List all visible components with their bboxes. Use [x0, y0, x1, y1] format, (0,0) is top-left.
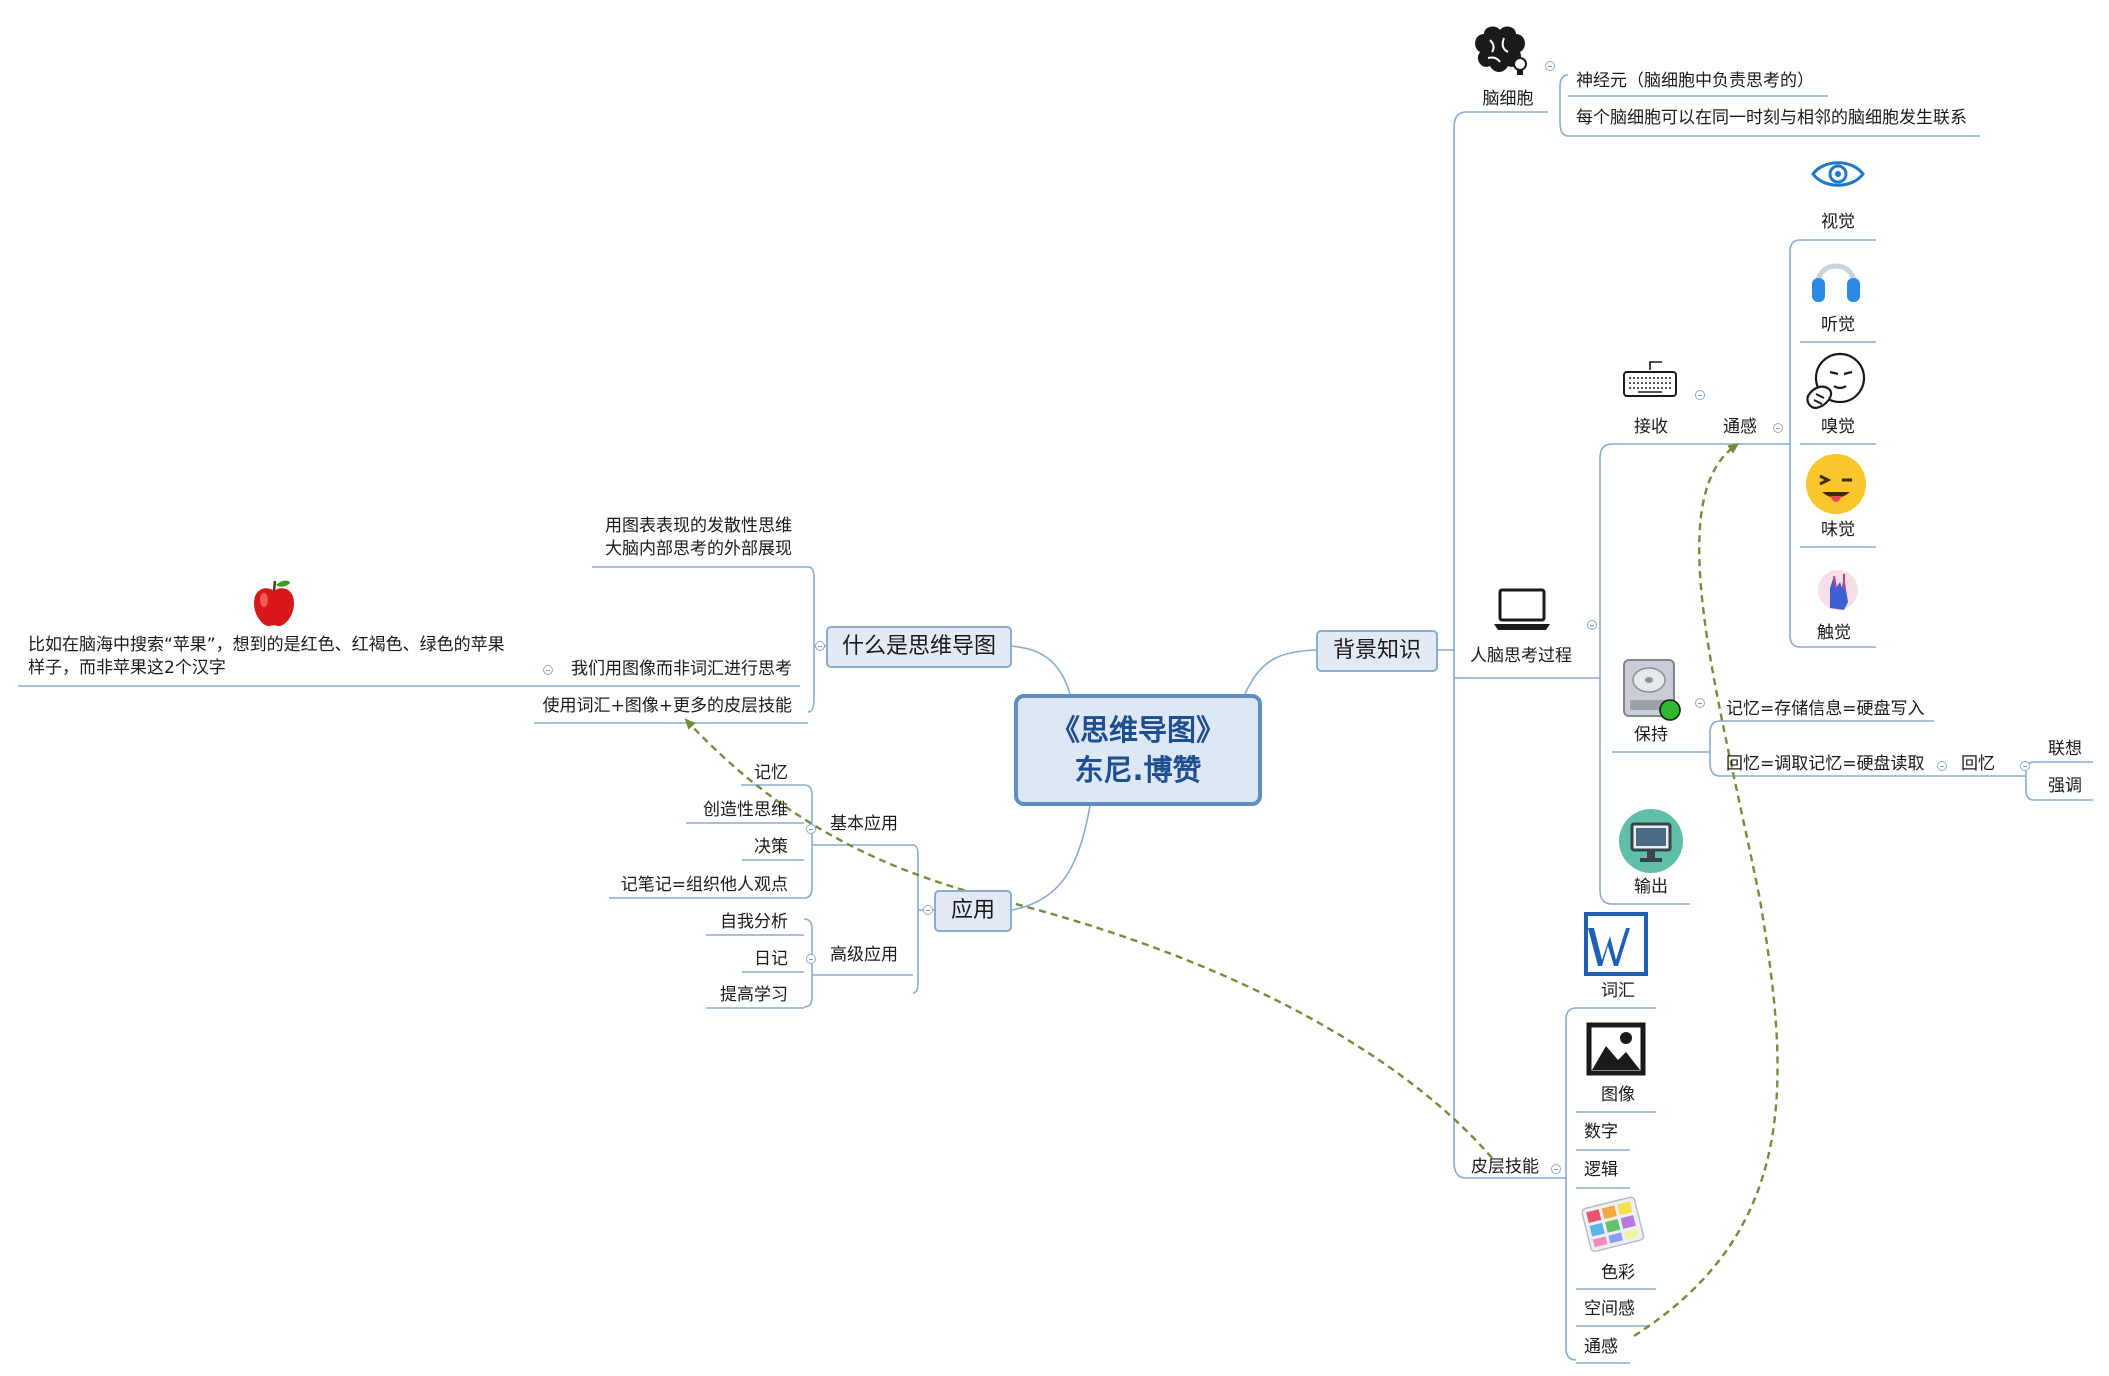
- link-central-what: [1009, 645, 1071, 695]
- advanced-learning: 提高学习: [720, 985, 788, 1005]
- cortex-color: 色彩: [1601, 1263, 1635, 1283]
- relation-cortex-to-skills: [684, 718, 1493, 1159]
- collapse-toggle-image[interactable]: [543, 665, 553, 675]
- link-central-bg: [1244, 649, 1317, 695]
- cortex-image: 图像: [1601, 1085, 1635, 1105]
- topic-what-is-mindmap[interactable]: 什么是思维导图: [826, 626, 1012, 668]
- monitor-icon: [1619, 809, 1683, 873]
- recall: 回忆: [1961, 754, 1995, 774]
- recall-association: 联想: [2048, 739, 2082, 759]
- cortex-vocabulary: 词汇: [1601, 981, 1635, 1001]
- cortex-synesthesia: 通感: [1584, 1337, 1618, 1357]
- what-apple-example-line2: 样子，而非苹果这2个汉字: [28, 658, 226, 678]
- thinking-retain: 保持: [1634, 725, 1668, 745]
- basic-creative-thinking: 创造性思维: [703, 800, 788, 820]
- keyboard-icon: [1623, 361, 1677, 397]
- advanced-diary: 日记: [754, 949, 788, 969]
- sense-sight: 视觉: [1821, 212, 1855, 232]
- smell-face-icon: [1806, 352, 1866, 410]
- topic-application[interactable]: 应用: [934, 890, 1012, 932]
- basic-decision: 决策: [754, 837, 788, 857]
- apple-icon: [254, 580, 294, 627]
- app-advanced: 高级应用: [830, 945, 898, 965]
- collapse-toggle-advanced[interactable]: [806, 954, 816, 964]
- collapse-toggle-cortex[interactable]: [1551, 1164, 1561, 1174]
- sense-smell: 嗅觉: [1821, 417, 1855, 437]
- cortex-numbers: 数字: [1584, 1122, 1618, 1142]
- collapse-toggle-what[interactable]: [815, 641, 825, 651]
- retain-recall-read: 回忆=调取记忆=硬盘读取: [1726, 754, 1925, 774]
- line-app-spine: [912, 844, 919, 994]
- collapse-toggle-receive[interactable]: [1695, 390, 1705, 400]
- what-definition-1: 用图表表现的发散性思维: [605, 516, 792, 536]
- word-icon: [1584, 912, 1648, 976]
- bg-thinking-process: 人脑思考过程: [1470, 646, 1572, 666]
- advanced-self-analysis: 自我分析: [720, 912, 788, 932]
- topic-background[interactable]: 背景知识: [1316, 630, 1438, 672]
- central-topic[interactable]: 《思维导图》 东尼.博赞: [1014, 694, 1262, 806]
- collapse-toggle-synesthesia[interactable]: [1773, 423, 1783, 433]
- receive-synesthesia: 通感: [1723, 417, 1757, 437]
- headphones-icon: [1812, 263, 1860, 302]
- collapse-toggle-recall-read[interactable]: [1937, 761, 1947, 771]
- collapse-toggle-thinking[interactable]: [1587, 620, 1597, 630]
- basic-notes: 记笔记=组织他人观点: [620, 875, 788, 895]
- sense-taste: 味觉: [1821, 520, 1855, 540]
- thinking-output: 输出: [1634, 877, 1668, 897]
- hard-drive-icon: [1623, 659, 1681, 721]
- sense-touch: 触觉: [1817, 623, 1851, 643]
- brain-cell-connection: 每个脑细胞可以在同一时刻与相邻的脑细胞发生联系: [1576, 108, 1967, 128]
- picture-icon: [1586, 1022, 1646, 1076]
- cortex-spatial: 空间感: [1584, 1299, 1635, 1319]
- link-central-app: [1011, 805, 1091, 911]
- line-what-spine: [807, 566, 815, 713]
- winking-face-icon: [1806, 454, 1866, 514]
- collapse-toggle-app[interactable]: [923, 905, 933, 915]
- collapse-toggle-recall[interactable]: [2020, 761, 2030, 771]
- thinking-receive: 接收: [1634, 417, 1668, 437]
- recall-emphasis: 强调: [2048, 776, 2082, 796]
- bg-cortex-skills: 皮层技能: [1471, 1157, 1539, 1177]
- eye-icon: [1811, 161, 1865, 187]
- retain-memory-write: 记忆=存储信息=硬盘写入: [1726, 699, 1925, 719]
- sense-hearing: 听觉: [1821, 315, 1855, 335]
- color-palette-icon: [1581, 1196, 1645, 1253]
- collapse-toggle-brain-cell[interactable]: [1545, 61, 1555, 71]
- what-apple-example-line1: 比如在脑海中搜索“苹果”，想到的是红色、红褐色、绿色的苹果: [28, 635, 505, 655]
- line-bg-spine: [1453, 111, 1467, 1179]
- app-basic: 基本应用: [830, 814, 898, 834]
- central-author: 东尼.博赞: [1074, 753, 1202, 787]
- bg-brain-cell: 脑细胞: [1482, 89, 1534, 109]
- collapse-toggle-basic[interactable]: [806, 824, 816, 834]
- brain-icon: [1475, 26, 1527, 75]
- brain-cell-neuron: 神经元（脑细胞中负责思考的）: [1576, 71, 1814, 91]
- hand-icon: [1818, 570, 1858, 610]
- laptop-icon: [1494, 588, 1550, 630]
- relation-synesthesia-to-receive: [1633, 443, 1779, 1338]
- central-title: 《思维导图》: [1050, 713, 1225, 747]
- collapse-toggle-retain[interactable]: [1695, 698, 1705, 708]
- what-image-thinking: 我们用图像而非词汇进行思考: [571, 659, 792, 679]
- basic-memory: 记忆: [754, 763, 788, 783]
- what-cortex-skills: 使用词汇+图像+更多的皮层技能: [542, 696, 793, 716]
- cortex-logic: 逻辑: [1584, 1160, 1618, 1180]
- what-definition-2: 大脑内部思考的外部展现: [605, 539, 792, 559]
